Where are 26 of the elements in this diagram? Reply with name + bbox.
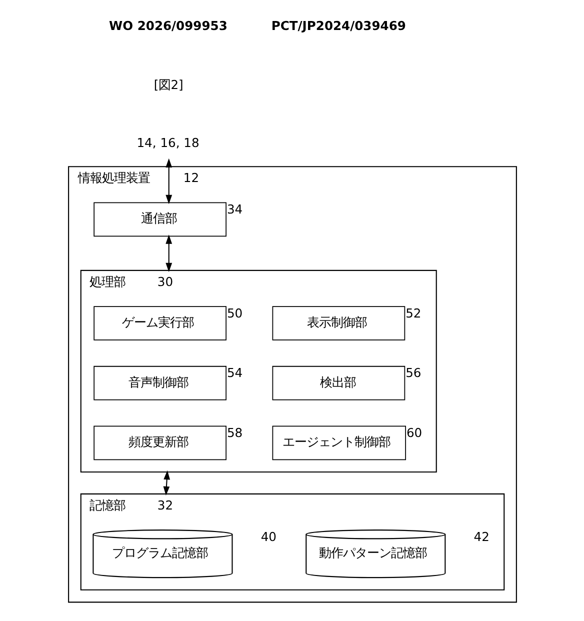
- node-label: 32: [156, 498, 173, 513]
- label: PCT/JP2024/039469: [270, 18, 406, 33]
- node-label: 50: [226, 306, 242, 320]
- node-text: 14, 16, 18: [136, 136, 199, 150]
- node-label: 30: [156, 275, 173, 290]
- node-box: 表示制御部: [272, 306, 405, 340]
- node-box: 頻度更新部: [93, 426, 226, 460]
- node-box: エージェント制御部: [272, 426, 406, 460]
- node-label: 52: [405, 306, 421, 320]
- label: WO 2026/099953: [108, 18, 227, 33]
- node-label: 56: [405, 366, 421, 380]
- node-label: 54: [226, 366, 242, 380]
- node-label: 60: [406, 426, 422, 440]
- node-label: 42: [473, 530, 489, 544]
- node-box: 検出部: [272, 366, 405, 400]
- node-label: 12: [182, 171, 199, 186]
- arrow: [165, 234, 172, 272]
- node-label: 40: [260, 530, 276, 544]
- node-label: 34: [226, 202, 242, 216]
- node-box: 音声制御部: [93, 366, 226, 400]
- label: [図2]: [153, 78, 183, 92]
- node-box: ゲーム実行部: [93, 306, 226, 340]
- node-box: 通信部: [93, 202, 226, 237]
- node-label: 58: [226, 426, 242, 440]
- arrow: [162, 470, 170, 496]
- arrow: [165, 158, 172, 204]
